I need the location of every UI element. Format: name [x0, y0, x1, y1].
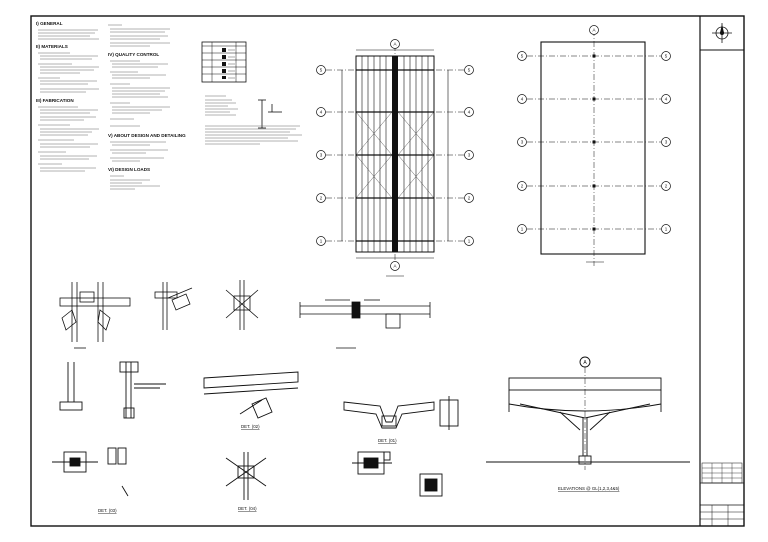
plan2-grid-label-5-right: 5 [665, 54, 668, 59]
plan2-grid-label-4-right: 4 [665, 97, 668, 102]
plan2-grid-label-4-left: 4 [521, 97, 524, 102]
connection-detail-1 [59, 282, 131, 349]
plan2-grid-label-a: A [592, 28, 595, 33]
detail-04: DET. (04) [225, 452, 267, 511]
grid-label-5-left: 5 [320, 68, 323, 73]
plan2-grid-label-1-right: 1 [665, 227, 668, 232]
grid-label-1-left: 1 [320, 239, 323, 244]
column-detail-sketch [119, 361, 166, 419]
connection-detail-3 [225, 280, 259, 330]
title-block [700, 23, 744, 526]
grid-label-3-right: 3 [468, 153, 471, 158]
sheet-border [30, 15, 745, 527]
notes-heading-loads: VI) DESIGN LOADS [108, 167, 150, 172]
column-layout-plan: 5 4 3 2 1 5 4 3 2 1 A [517, 25, 671, 266]
plan-notes [205, 95, 302, 145]
column-elevation-sketch [59, 362, 83, 411]
notes-heading-design: V) ABOUT DESIGN AND DETAILING [108, 133, 186, 138]
grid-label-1-right: 1 [468, 239, 471, 244]
notes-heading-general: I) GENERAL [36, 21, 63, 26]
notes-heading-quality: IV) QUALITY CONTROL [108, 52, 159, 57]
caption-det-03: DET. (03) [98, 508, 117, 513]
plan2-grid-label-3-left: 3 [521, 140, 524, 145]
grid-label-2-right: 2 [468, 196, 471, 201]
detail-03: DET. (03) [52, 447, 129, 513]
elevation-grid-a: A [583, 360, 587, 366]
elevation-view: ELEVATIONS @ GL(1,2,3,4&5) [486, 356, 690, 491]
grid-label-a-bottom: A [393, 264, 396, 269]
grid-label-4-right: 4 [468, 110, 471, 115]
plan2-grid-label-1-left: 1 [521, 227, 524, 232]
general-notes: I) GENERAL II) MATERIALS III) FABRICATIO… [36, 21, 99, 172]
grid-label-4-left: 4 [320, 110, 323, 115]
grid-label-2-left: 2 [320, 196, 323, 201]
plan2-grid-label-3-right: 3 [665, 140, 668, 145]
caption-det-02: DET. (02) [241, 424, 260, 429]
detail-01: DET. (01) [343, 396, 459, 497]
detail-02: DET. (02) [203, 371, 299, 429]
general-notes-col2: IV) QUALITY CONTROL V) ABOUT DESIGN AND … [108, 24, 186, 190]
i-section-sketch [258, 99, 282, 129]
grid-label-5-right: 5 [468, 68, 471, 73]
elevation-grid-label: A [583, 360, 587, 366]
plan2-grid-label-2-left: 2 [521, 184, 524, 189]
plan2-grid-label-2-right: 2 [665, 184, 668, 189]
member-schedule-table [201, 41, 247, 83]
notes-heading-materials: II) MATERIALS [36, 44, 68, 49]
caption-elevation: ELEVATIONS @ GL(1,2,3,4&5) [558, 486, 620, 491]
roof-framing-plan: 5 4 3 2 1 5 4 3 2 1 A A [316, 39, 474, 277]
plan2-grid-label-5-left: 5 [521, 54, 524, 59]
beam-elevation-detail [299, 299, 431, 349]
caption-det-01: DET. (01) [378, 438, 397, 443]
connection-detail-2 [154, 282, 193, 330]
notes-heading-fabrication: III) FABRICATION [36, 98, 74, 103]
caption-det-04: DET. (04) [238, 506, 257, 511]
grid-label-a-top: A [393, 42, 396, 47]
grid-label-3-left: 3 [320, 153, 323, 158]
north-arrow-icon [712, 23, 732, 43]
